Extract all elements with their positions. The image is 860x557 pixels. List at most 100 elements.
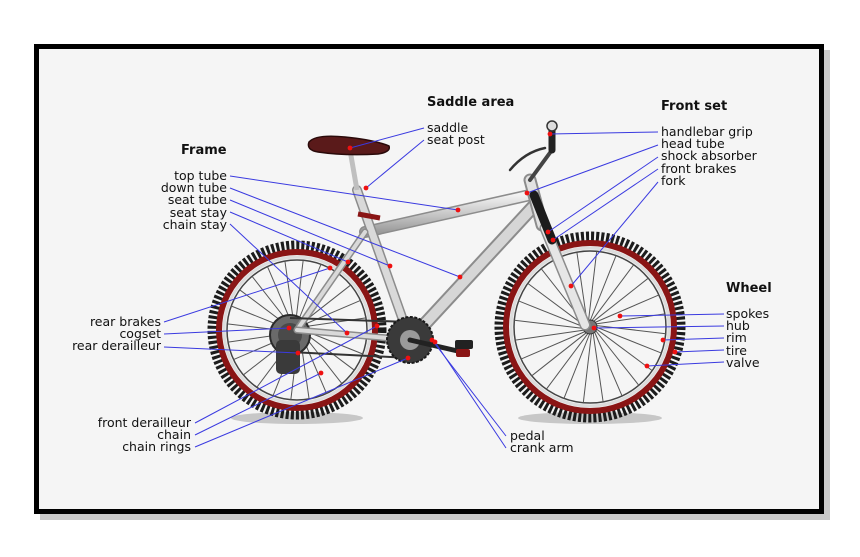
marker-seat-tube	[387, 263, 393, 269]
label-seat-post: seat post	[427, 132, 485, 148]
label-top-tube: top tube	[174, 168, 227, 183]
label-rim: rim	[726, 330, 747, 346]
frame-labels: top tube down tube seat tube seat stay c…	[160, 168, 227, 232]
label-fork: fork	[661, 172, 686, 188]
spoke	[520, 330, 586, 360]
spoke	[595, 324, 666, 335]
spoke	[582, 332, 593, 403]
heading-front-set: Front set	[661, 99, 728, 114]
marker-head-tube	[524, 190, 530, 196]
spoke	[595, 328, 653, 372]
label-hub: hub	[726, 318, 750, 334]
saddle-labels: saddle seat post	[427, 120, 485, 148]
label-valve: valve	[726, 354, 760, 370]
marker-fork	[568, 283, 574, 289]
marker-spokes	[617, 313, 623, 319]
leader-chain-stay	[229, 223, 348, 334]
marker-saddle	[347, 145, 353, 151]
bike-frame	[293, 173, 591, 347]
spoke	[302, 331, 355, 371]
marker-front-derailleur	[374, 323, 380, 329]
marker-seat-stay	[345, 259, 351, 265]
spoke	[592, 332, 604, 402]
spoke	[589, 255, 617, 322]
spoke	[527, 282, 585, 326]
marker-chain-rings	[405, 355, 411, 361]
leader-rear-derailleur	[163, 346, 299, 354]
wheel-labels: spokes hub rim tire valve	[726, 307, 769, 370]
leader-handlebar-grip	[549, 131, 659, 135]
spoke	[576, 252, 588, 322]
leader-cogset	[163, 327, 290, 335]
label-cogset: cogset	[119, 326, 161, 342]
marker-seat-post	[363, 185, 369, 191]
leader-rear-brakes	[163, 267, 331, 323]
spoke	[531, 331, 588, 377]
label-front-derailleur: front derailleur	[97, 415, 191, 430]
marker-cogset	[286, 325, 292, 331]
leader-rim	[662, 337, 725, 341]
handlebar-drawing	[508, 120, 558, 182]
spoke	[594, 294, 660, 324]
label-handlebar-grip: handlebar grip	[661, 124, 753, 139]
marker-valve	[644, 363, 650, 369]
label-saddle: saddle	[427, 120, 469, 135]
marker-chain	[318, 370, 324, 376]
rear-labels: rear brakes cogset rear derailleur	[72, 314, 161, 354]
marker-rear-brakes	[327, 265, 333, 271]
drivetrain-labels: front derailleur chain chain rings	[97, 415, 191, 455]
marker-chain-stay	[344, 330, 350, 336]
diagram-frame	[34, 44, 824, 514]
spoke	[515, 329, 585, 341]
label-shock-absorber: shock absorber	[661, 148, 757, 164]
label-seat-tube: seat tube	[167, 192, 227, 208]
marker-crank-arm	[432, 339, 438, 345]
marker-front-brakes	[550, 237, 556, 243]
label-down-tube: down tube	[160, 180, 227, 196]
spoke	[301, 300, 361, 327]
label-chain: chain	[157, 427, 191, 443]
leader-front-derailleur	[194, 325, 378, 424]
leader-head-tube	[526, 144, 659, 194]
label-pedal: pedal	[510, 428, 545, 443]
label-chain-rings: chain rings	[122, 439, 191, 455]
label-front-brakes: front brakes	[661, 160, 737, 176]
marker-rear-derailleur	[295, 350, 301, 356]
leader-chain-rings	[194, 357, 409, 448]
label-tire: tire	[726, 342, 747, 358]
leader-lines	[163, 127, 725, 449]
label-rear-brakes: rear brakes	[89, 314, 161, 329]
spoke	[592, 277, 649, 323]
label-head-tube: head tube	[661, 136, 725, 152]
spoke	[591, 264, 635, 322]
leader-shock-absorber	[547, 156, 659, 233]
marker-down-tube	[457, 274, 463, 280]
part-markers	[286, 131, 678, 376]
spoke	[595, 326, 662, 354]
heading-wheel: Wheel	[726, 281, 772, 296]
spoke	[594, 329, 640, 386]
spoke	[587, 251, 598, 322]
leader-seat-tube	[229, 199, 391, 267]
spoke	[563, 332, 591, 399]
spoke	[294, 260, 304, 325]
marker-rim	[660, 337, 666, 343]
leader-crank-arm	[434, 341, 507, 449]
leader-front-brakes	[552, 168, 659, 241]
marker-top-tube	[455, 207, 461, 213]
leader-fork	[570, 181, 659, 287]
leader-spokes	[619, 313, 725, 317]
label-crank-arm: crank arm	[510, 440, 574, 456]
spoke	[514, 319, 585, 330]
label-chain-stay: chain stay	[162, 216, 227, 232]
label-rear-derailleur: rear derailleur	[72, 338, 161, 354]
leader-chain	[194, 372, 322, 436]
drivetrain-drawing	[289, 316, 473, 364]
spoke	[545, 332, 589, 390]
leader-top-tube	[229, 175, 459, 211]
marker-handlebar-grip	[547, 131, 553, 137]
leader-down-tube	[229, 187, 461, 278]
label-seat-stay: seat stay	[169, 204, 227, 220]
heading-saddle-area: Saddle area	[427, 95, 515, 110]
